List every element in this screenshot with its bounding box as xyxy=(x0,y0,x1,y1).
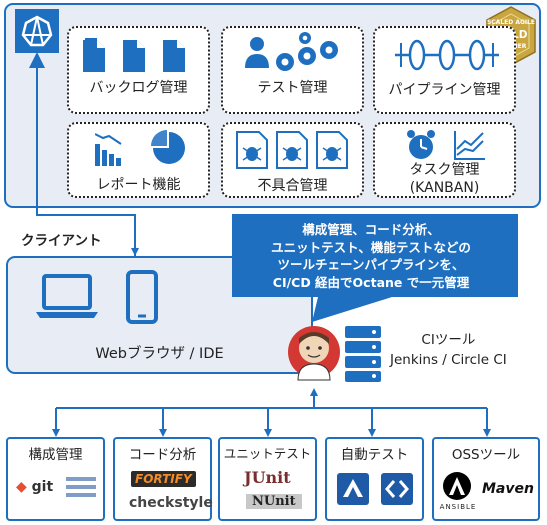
callout-line3: ツールチェーンパイプラインを、 xyxy=(277,257,465,272)
callout-line1: 構成管理、コード分析、 xyxy=(302,222,440,237)
callout-line4: CI/CD 経由でOctane で一元管理 xyxy=(272,274,470,290)
tool-oss: OSSツール ANSIBLE Maven xyxy=(432,437,540,521)
junit-logo: JUnit xyxy=(244,468,291,487)
tool-unit-test: ユニットテスト JUnit NUnit xyxy=(218,437,317,521)
feature-label-task-line1: タスク管理 xyxy=(409,162,480,178)
git-logo: ◆ git xyxy=(16,479,54,495)
tool-title-auto-test: 自動テスト xyxy=(340,447,409,463)
jenkins-icon xyxy=(284,322,344,392)
callout-text: 構成管理、コード分析、 ユニットテスト、機能テストなどの ツールチェーンパイプラ… xyxy=(232,221,510,291)
feature-task: タスク管理 (KANBAN) xyxy=(373,122,516,198)
maven-logo: Maven xyxy=(482,481,534,497)
feature-defect: 不具合管理 xyxy=(221,122,364,198)
clock-chart-icon xyxy=(403,127,487,167)
automation-tool-icon-1 xyxy=(337,473,369,509)
feature-backlog: バックログ管理 xyxy=(67,26,210,114)
bug-documents-icon xyxy=(235,130,353,174)
ci-line2: Jenkins / Circle CI xyxy=(390,352,507,368)
tool-title-oss: OSSツール xyxy=(451,447,521,463)
git-icon: ◆ xyxy=(16,479,27,495)
laptop-icon xyxy=(36,272,98,326)
feature-label-backlog: バックログ管理 xyxy=(89,80,188,96)
ci-line1: CIツール xyxy=(421,332,476,348)
ansible-icon xyxy=(442,471,472,505)
tool-title-unit-test: ユニットテスト xyxy=(223,446,312,461)
tool-title-code-analysis: コード分析 xyxy=(128,447,197,463)
checkstyle-logo: checkstyle xyxy=(129,495,213,511)
feature-pipeline: パイプライン管理 xyxy=(373,26,516,114)
ansible-label: ANSIBLE xyxy=(439,503,477,511)
feature-label-report: レポート機能 xyxy=(96,177,181,193)
ci-tool-label: CIツール Jenkins / Circle CI xyxy=(390,330,507,370)
feature-label-defect: 不具合管理 xyxy=(257,178,328,194)
tool-code-analysis: コード分析 FORTIFY checkstyle xyxy=(113,437,213,521)
client-label: クライアント xyxy=(21,233,102,249)
chart-icon xyxy=(94,130,187,172)
automation-tool-icon-2 xyxy=(381,473,413,509)
feature-label-pipeline: パイプライン管理 xyxy=(388,82,501,98)
client-devices-label: Webブラウザ / IDE xyxy=(95,346,224,362)
feature-test: テスト管理 xyxy=(221,26,364,114)
documents-icon xyxy=(81,36,197,78)
server-icon xyxy=(345,326,381,386)
feature-report: レポート機能 xyxy=(67,122,210,198)
nunit-logo: NUnit xyxy=(246,494,302,509)
pipeline-icon xyxy=(395,38,499,76)
octane-logo-icon xyxy=(15,9,59,53)
subversion-icon: ≡ xyxy=(66,475,96,503)
smartphone-icon xyxy=(126,270,158,328)
feature-label-test: テスト管理 xyxy=(257,80,328,96)
tool-title-config: 構成管理 xyxy=(28,447,83,463)
tool-config-mgmt: 構成管理 ◆ git ≡ xyxy=(6,437,105,521)
tool-auto-test: 自動テスト xyxy=(325,437,424,521)
feature-label-task-line2: (KANBAN) xyxy=(409,180,480,196)
fortify-logo: FORTIFY xyxy=(131,471,196,487)
badge-line1: SCALED AGILE xyxy=(486,19,536,26)
callout-line2: ユニットテスト、機能テストなどの xyxy=(271,239,471,255)
user-gears-icon xyxy=(245,32,345,80)
